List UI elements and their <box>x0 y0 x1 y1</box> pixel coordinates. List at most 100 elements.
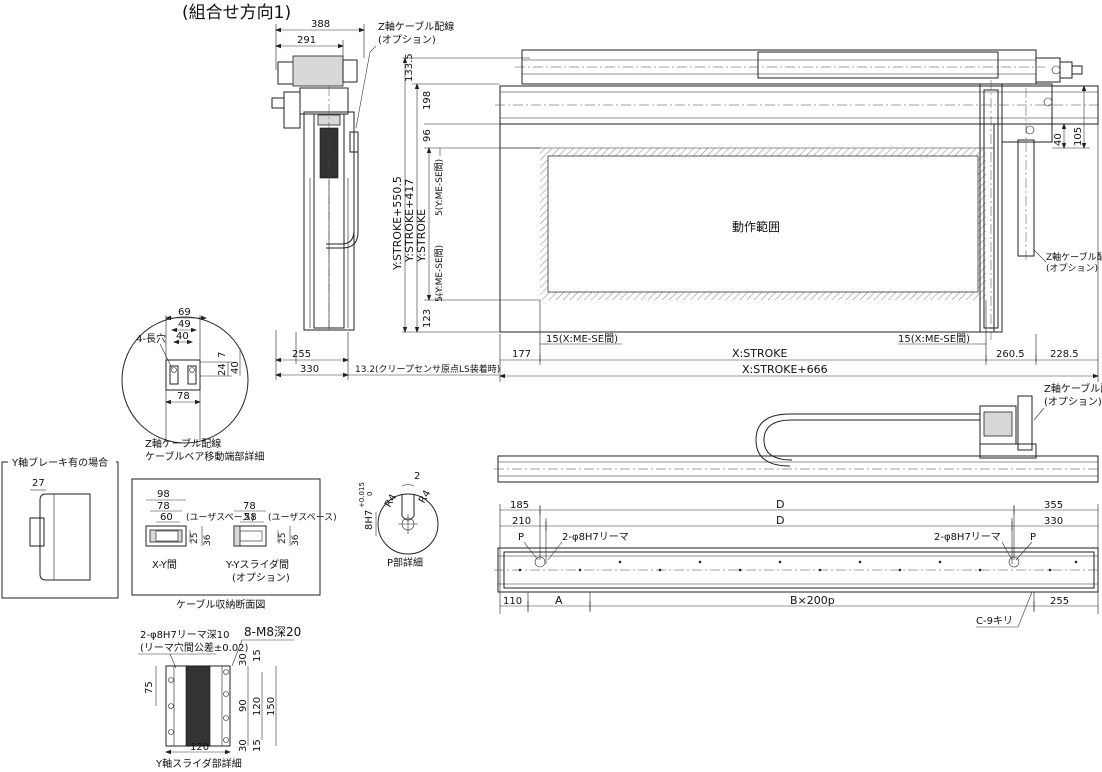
ys-dim-15-bot: 15 <box>252 739 263 752</box>
base-dim-210: 210 <box>512 516 531 527</box>
dim-255: 255 <box>292 349 311 360</box>
dim-24: 24 <box>217 363 228 376</box>
ys-dim-30-bot: 30 <box>238 739 249 752</box>
p-detail-caption: P部詳細 <box>387 556 423 569</box>
base-dim-330: 330 <box>1044 516 1063 527</box>
dim-96: 96 <box>422 129 433 142</box>
dim-133-5: 133.5 <box>404 53 415 82</box>
base-hole-row <box>518 560 1078 572</box>
x-axis-base-plan-view: 185 D 355 210 D 330 P 2-φ8H7リーマ 2-φ8H7リー… <box>494 498 1100 628</box>
cs-left-dim-60: 60 <box>160 512 173 523</box>
ys-dim-150: 150 <box>266 697 277 716</box>
cs-left-dim-25: 25 <box>190 533 200 544</box>
cs-right-dim-36: 36 <box>291 534 301 546</box>
cs-left-label: X-Y間 <box>152 559 177 571</box>
y-brake-detail: Y軸ブレーキ有の場合 27 <box>1 455 119 599</box>
dim-388: 388 <box>311 19 330 30</box>
dim-27: 27 <box>32 478 45 489</box>
dim-x-stroke-666: X:STROKE+666 <box>742 363 828 376</box>
ys-dim-120: 120 <box>252 697 263 716</box>
dim-177: 177 <box>512 349 531 360</box>
cs-right-dim-78: 78 <box>243 501 256 512</box>
cs-right-user-space: (ユーザスペース) <box>268 512 337 523</box>
base-p-right: P <box>1030 532 1036 543</box>
dim-49: 49 <box>178 319 191 330</box>
dim-40-detail: 40 <box>176 331 189 342</box>
y-axis-side-elevation: 388 291 Z軸ケーブル配線 (オプション) 255 330 13. <box>271 19 500 380</box>
p-tolerance: 8H7 <box>364 510 375 530</box>
z-cable-option-small: (オプション) <box>1046 263 1098 274</box>
dim-5-y-me-se-top: 5(Y:ME-SE間) <box>434 159 445 216</box>
cs-left-dim-98: 98 <box>157 489 170 500</box>
cs-right-label-1: Y-Yスライダ間 <box>225 558 289 571</box>
dim-x-stroke: X:STROKE <box>732 347 787 360</box>
cs-right-label-2: (オプション) <box>232 572 290 584</box>
cs-left-dim-36: 36 <box>203 534 213 546</box>
slot-hole-label: 4-長穴 <box>136 332 166 345</box>
base-ream-right: 2-φ8H7リーマ <box>934 532 1001 543</box>
y-slider-detail: 2-φ8H7リーマ深10 (リーマ穴間公差±0.02) 8-M8深20 75 3… <box>138 625 301 770</box>
dim-291: 291 <box>297 35 316 46</box>
ys-dim-120-bottom: 120 <box>190 742 209 753</box>
p-radius-2: R4 <box>417 488 433 505</box>
dim-13-2-creep: 13.2(クリープセンサ原点LS装着時) <box>355 363 500 375</box>
dim-40-detail-v: 40 <box>230 361 241 374</box>
base-dim-a: A <box>555 594 563 607</box>
base-dim-b-200p: B×200p <box>790 594 835 607</box>
dim-260-5: 260.5 <box>996 349 1025 360</box>
dim-198: 198 <box>422 91 433 110</box>
x-axis-side-view: Z軸ケーブル配線 (オプション) <box>494 382 1102 483</box>
side-cable-label-1: Z軸ケーブル配線 <box>1044 382 1102 395</box>
base-dim-d-1: D <box>776 498 784 511</box>
dim-40-right: 40 <box>1053 133 1064 146</box>
ys-callout-3: 8-M8深20 <box>244 625 301 639</box>
base-dim-110: 110 <box>503 596 522 607</box>
cs-left-dim-78: 78 <box>157 501 170 512</box>
ys-callout-1: 2-φ8H7リーマ深10 <box>140 629 230 641</box>
dim-y-stroke: Y:STROKE <box>415 209 428 263</box>
dim-7: 7 <box>217 352 228 358</box>
dim-y-stroke-550: Y:STROKE+550.5 <box>391 176 404 271</box>
ys-dim-75: 75 <box>144 681 155 694</box>
dim-15-x-me-se-right: 15(X:ME-SE間) <box>898 333 970 345</box>
dim-78-detail: 78 <box>177 391 190 402</box>
ys-dim-30-top: 30 <box>238 653 249 666</box>
p-detail: 8H7 +0.015 0 R4 R4 2 P部詳細 <box>358 471 439 569</box>
cable-section-detail: 98 78 60 (ユーザスペース) 25 36 X-Y間 78 58 (ユーザ… <box>131 478 337 611</box>
dim-y-stroke-417: Y:STROKE+417 <box>403 179 416 263</box>
z-cable-option: (オプション) <box>378 34 436 46</box>
cable-section-caption: ケーブル収納断面図 <box>176 598 265 611</box>
side-cable-label-2: (オプション) <box>1044 396 1102 408</box>
z-cable-label-small: Z軸ケーブル配線 <box>1046 251 1102 263</box>
p-tol-lower: 0 <box>366 492 374 496</box>
ys-dim-15-top: 15 <box>252 649 263 662</box>
base-p-left: P <box>518 532 524 543</box>
top-plan-view: Y:STROKE+550.5 Y:STROKE+417 Y:STROKE 5(Y… <box>391 49 1102 382</box>
y-slider-caption: Y軸スライダ部詳細 <box>155 757 242 770</box>
dim-123: 123 <box>422 309 433 328</box>
base-ream-left: 2-φ8H7リーマ <box>562 532 629 543</box>
base-dim-355: 355 <box>1044 500 1063 511</box>
dim-105-right: 105 <box>1073 127 1084 146</box>
z-cable-label: Z軸ケーブル配線 <box>378 20 454 33</box>
cs-right-dim-25: 25 <box>278 533 288 544</box>
dim-228-5: 228.5 <box>1050 349 1079 360</box>
dim-330: 330 <box>300 364 319 375</box>
base-dim-185: 185 <box>510 500 529 511</box>
drawing-title: (組合せ方向1) <box>182 3 291 23</box>
cs-left-user-space: (ユーザスペース) <box>186 512 255 523</box>
motion-range-label: 動作範囲 <box>732 219 780 234</box>
dim-5-y-me-se-bottom: 5(Y:ME-SE間) <box>434 245 445 302</box>
base-hole-callout: C-9キリ <box>976 616 1013 627</box>
cable-end-caption-2: ケーブルベア移動端部詳細 <box>145 450 264 463</box>
cable-end-detail: 69 49 40 7 24 40 78 4-長穴 Z軸ケーブル配線 ケーブルベア… <box>121 307 264 463</box>
cable-end-caption-1: Z軸ケーブル配線 <box>145 437 221 450</box>
dim-15-x-me-se-left: 15(X:ME-SE間) <box>546 333 618 345</box>
dim-69: 69 <box>178 307 191 318</box>
ys-dim-90: 90 <box>238 699 249 712</box>
y-brake-title: Y軸ブレーキ有の場合 <box>11 456 108 469</box>
p-dim-2: 2 <box>414 471 420 482</box>
base-dim-255: 255 <box>1050 596 1069 607</box>
base-dim-d-2: D <box>776 514 784 527</box>
